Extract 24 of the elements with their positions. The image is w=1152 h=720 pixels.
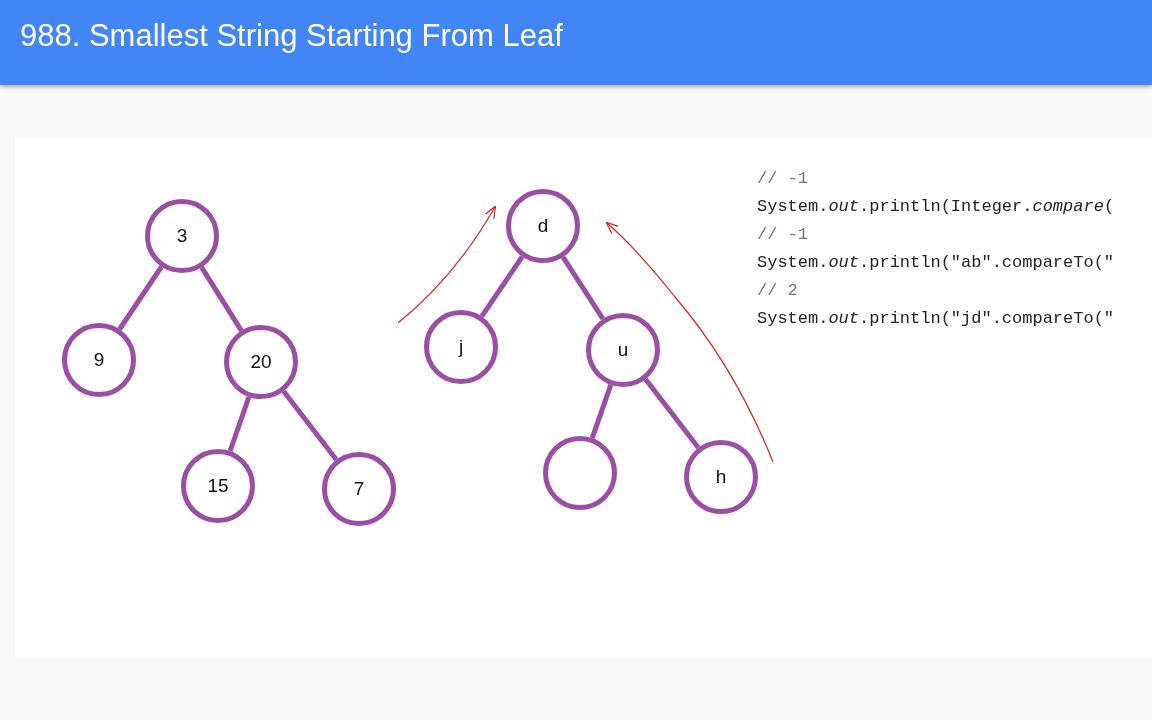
node-label: 7: [353, 478, 365, 500]
node-label: 9: [93, 349, 105, 371]
node-label: 20: [250, 351, 272, 373]
tree-edge: [479, 255, 525, 318]
code-comment: // -1: [757, 169, 808, 188]
node-label: h: [715, 466, 727, 488]
node-label: 15: [207, 475, 229, 497]
code-line: System.out.println("ab".compareTo(": [757, 253, 1115, 272]
node-label: d: [537, 215, 549, 237]
node-label: j: [458, 336, 464, 358]
tree-edge: [560, 255, 606, 321]
tree-edge: [227, 396, 252, 452]
code-comment: // -1: [757, 225, 808, 244]
node-label: 3: [176, 225, 188, 247]
tree-edge: [281, 389, 339, 462]
node-label: u: [617, 339, 629, 361]
tree-edge: [589, 384, 614, 439]
code-line: System.out.println(Integer.compare(: [757, 197, 1115, 216]
code-comment: // 2: [757, 281, 798, 300]
page-title: 988. Smallest String Starting From Leaf: [20, 18, 563, 54]
tree-edge: [643, 377, 701, 450]
tree-edge: [199, 266, 244, 332]
code-line: System.out.println("jd".compareTo(": [757, 309, 1115, 328]
tree-edge: [117, 265, 164, 331]
